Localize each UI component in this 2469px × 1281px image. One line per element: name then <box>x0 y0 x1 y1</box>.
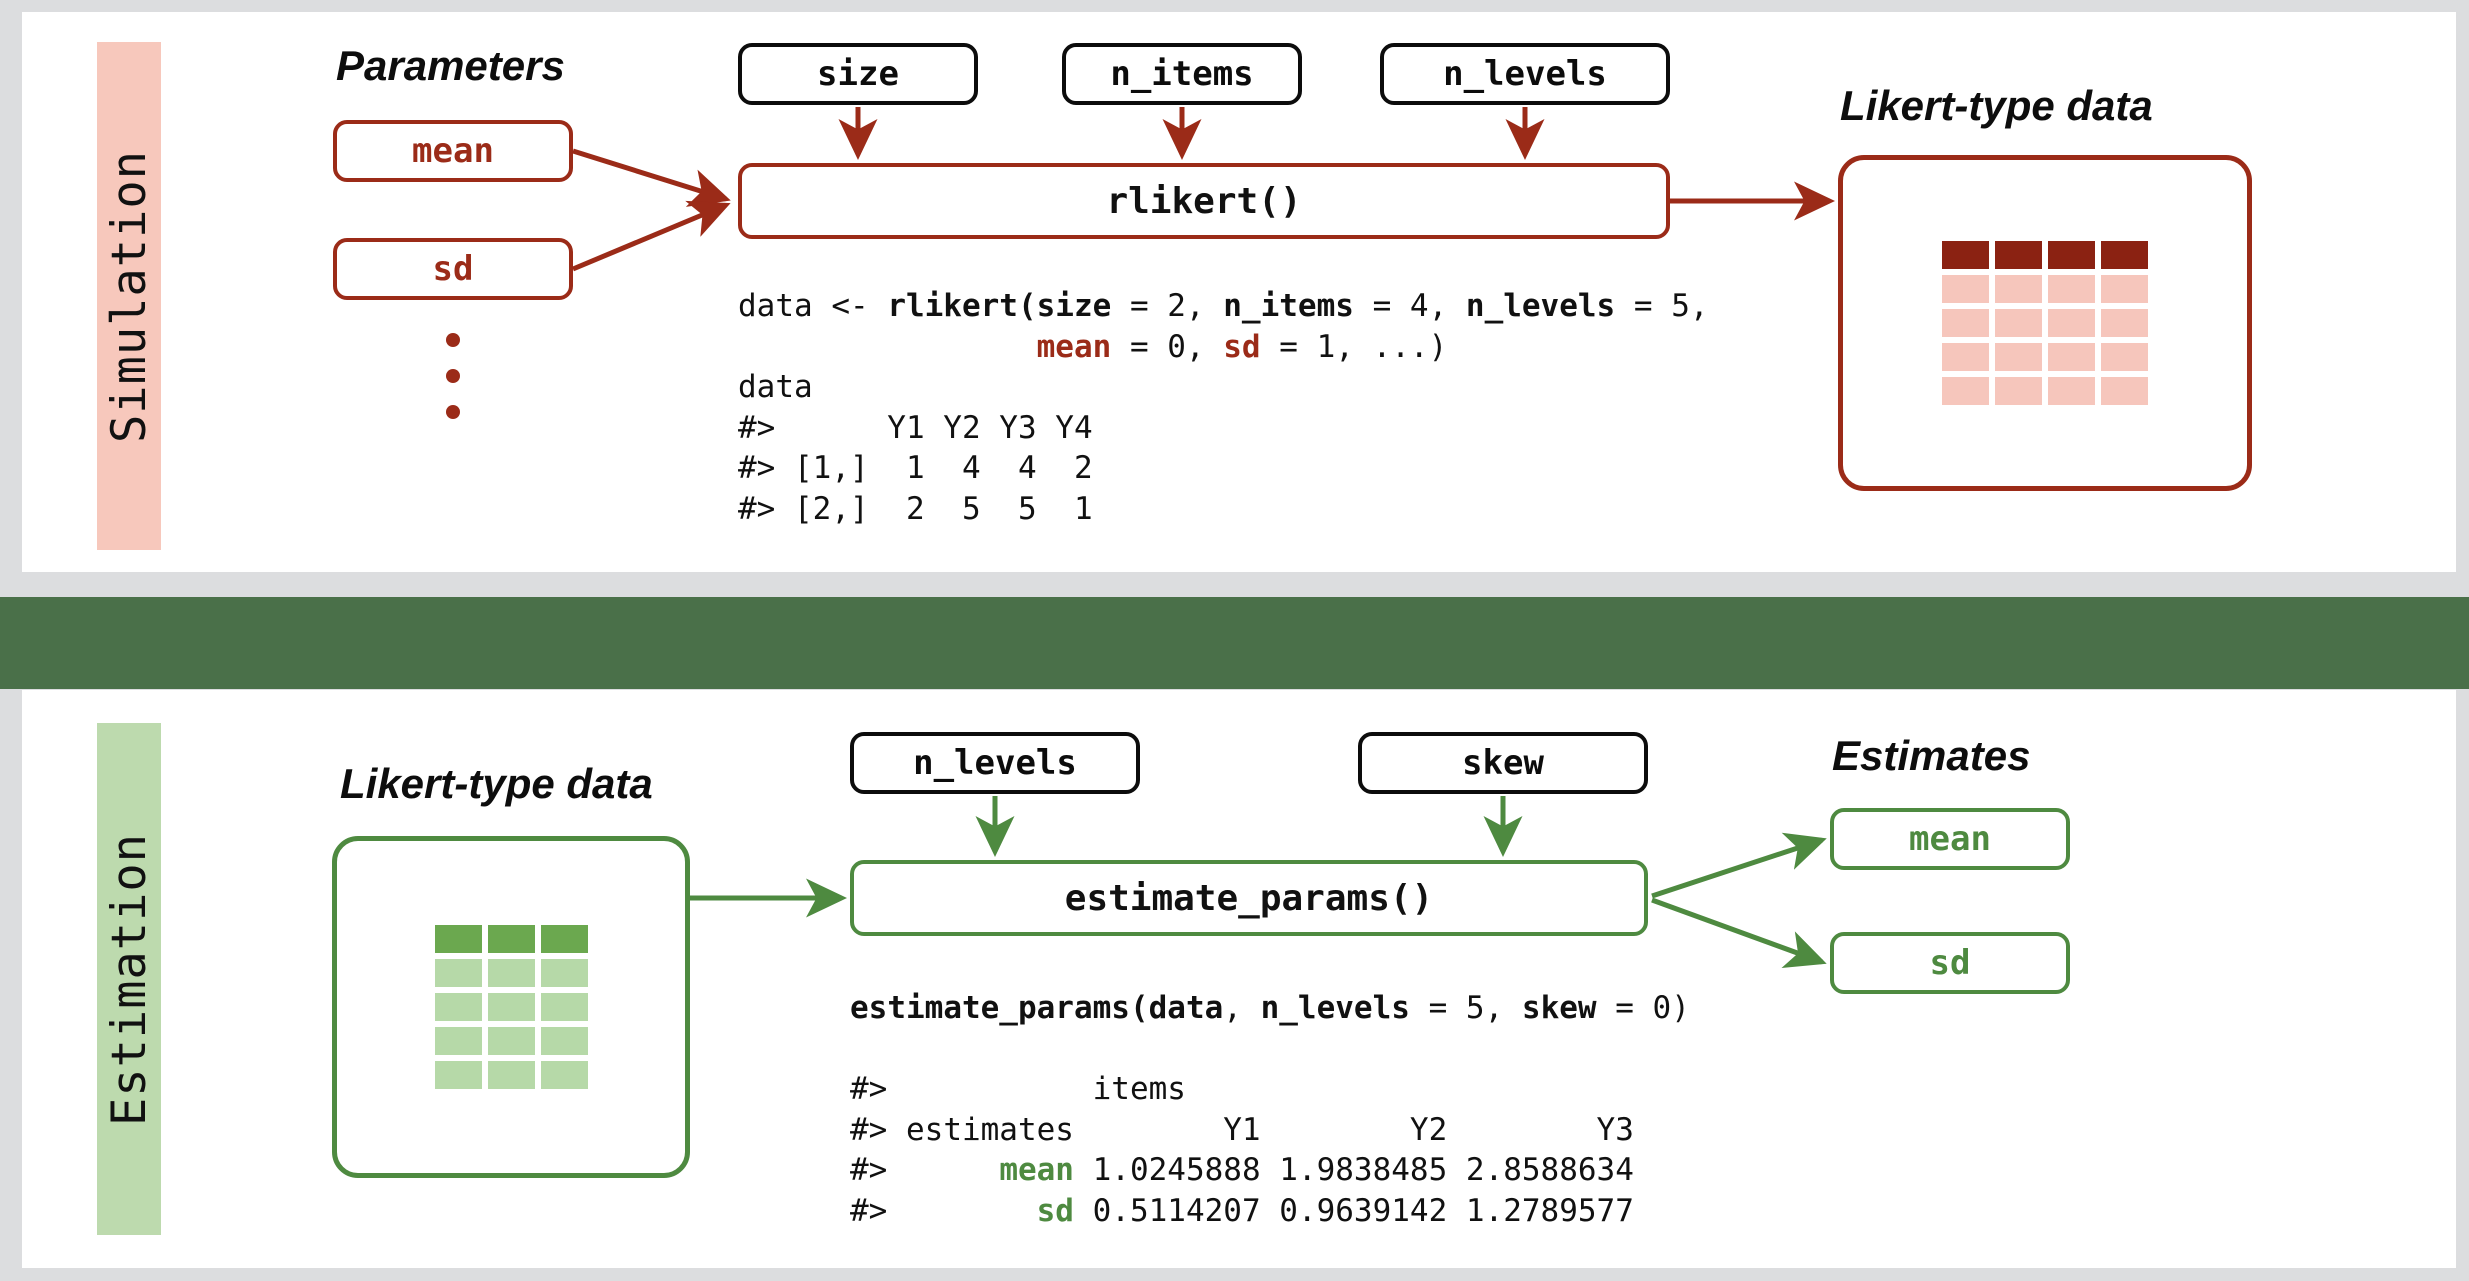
grid-cell <box>487 959 535 987</box>
grid-cell <box>434 959 482 987</box>
code-row-mean: mean <box>999 1152 1074 1189</box>
simulation-tab-label: Simulation <box>101 149 157 443</box>
estimation-input-heading: Likert-type data <box>340 760 653 807</box>
argument-box-skew[interactable]: skew <box>1358 732 1648 794</box>
code-arg-n-levels-est: n_levels <box>1260 990 1410 1026</box>
code-text: data <- <box>738 288 888 324</box>
parameters-heading: Parameters <box>336 42 565 89</box>
ellipsis-dot <box>446 405 460 419</box>
grid-cell <box>434 993 482 1021</box>
grid-cell <box>487 1061 535 1089</box>
function-box-estimate-params[interactable]: estimate_params() <box>850 860 1648 936</box>
argument-box-n-items[interactable]: n_items <box>1062 43 1302 105</box>
grid-cell <box>487 1027 535 1055</box>
grid-cell <box>1942 343 1989 371</box>
code-text: = 2, <box>1111 288 1224 324</box>
param-box-mean[interactable]: mean <box>333 120 573 182</box>
grid-cell <box>2101 275 2148 303</box>
grid-cell <box>2048 309 2095 337</box>
argument-box-n-levels[interactable]: n_levels <box>1380 43 1670 105</box>
code-row-sd: sd <box>1036 1193 1074 1230</box>
simulation-side-tab: Simulation <box>97 42 161 550</box>
argument-box-n-levels-est[interactable]: n_levels <box>850 732 1140 794</box>
code-text: = 5, mean = 0, sd = 1, ...) data #> Y1 Y… <box>738 288 1709 528</box>
param-box-sd[interactable]: sd <box>333 238 573 300</box>
estimate-box-sd[interactable]: sd <box>1830 932 2070 994</box>
parameters-ellipsis <box>446 333 460 419</box>
code-arg-data: data <box>1148 990 1224 1026</box>
estimation-code-block: estimate_params(data, n_levels = 5, skew… <box>850 988 1690 1232</box>
grid-cell <box>540 1027 588 1055</box>
code-arg-skew: skew <box>1521 990 1597 1026</box>
grid-cell <box>1995 377 2042 405</box>
grid-header-cell <box>434 925 482 953</box>
code-arg-mean: mean <box>1036 328 1112 365</box>
simulation-code-block: data <- rlikert(size = 2, n_items = 4, n… <box>738 286 1709 530</box>
argument-box-size[interactable]: size <box>738 43 978 105</box>
grid-cell <box>540 959 588 987</box>
code-arg-sd: sd <box>1223 328 1261 365</box>
code-fn-rlikert: rlikert( <box>887 288 1037 324</box>
grid-header-cell <box>540 925 588 953</box>
simulation-data-grid <box>1942 241 2148 405</box>
code-arg-size: size <box>1036 288 1112 324</box>
grid-cell <box>1942 275 1989 303</box>
function-box-rlikert[interactable]: rlikert() <box>738 163 1670 239</box>
grid-cell <box>2048 377 2095 405</box>
simulation-output-heading: Likert-type data <box>1840 82 2153 129</box>
code-text: = 5, <box>1409 990 1522 1026</box>
grid-cell <box>2101 309 2148 337</box>
code-text: = 4, <box>1353 288 1466 324</box>
grid-cell <box>540 1061 588 1089</box>
code-text: = 0) #> items #> estimates Y1 Y2 Y3 #> m… <box>850 990 1690 1230</box>
ellipsis-dot <box>446 333 460 347</box>
grid-cell <box>1942 309 1989 337</box>
grid-cell <box>434 1027 482 1055</box>
grid-cell <box>487 993 535 1021</box>
grid-cell <box>540 993 588 1021</box>
estimates-heading: Estimates <box>1832 732 2031 779</box>
estimation-data-grid <box>434 925 588 1089</box>
grid-cell <box>2048 343 2095 371</box>
grid-header-cell <box>2048 241 2095 269</box>
grid-cell <box>434 1061 482 1089</box>
grid-header-cell <box>487 925 535 953</box>
grid-cell <box>1995 309 2042 337</box>
estimation-data-card <box>332 836 690 1178</box>
grid-cell <box>1995 275 2042 303</box>
code-text: , <box>1223 990 1261 1026</box>
grid-cell <box>2101 343 2148 371</box>
code-arg-n-levels: n_levels <box>1465 288 1616 324</box>
estimation-tab-label: Estimation <box>101 832 157 1126</box>
grid-header-cell <box>1942 241 1989 269</box>
grid-header-cell <box>1995 241 2042 269</box>
section-divider-band <box>0 597 2469 689</box>
grid-cell <box>1995 343 2042 371</box>
simulation-data-card <box>1838 155 2252 491</box>
grid-cell <box>2101 377 2148 405</box>
grid-cell <box>1942 377 1989 405</box>
code-fn-estimate-params: estimate_params( <box>850 990 1149 1026</box>
grid-cell <box>2048 275 2095 303</box>
grid-header-cell <box>2101 241 2148 269</box>
code-arg-n-items: n_items <box>1223 288 1354 324</box>
ellipsis-dot <box>446 369 460 383</box>
estimation-side-tab: Estimation <box>97 723 161 1235</box>
estimate-box-mean[interactable]: mean <box>1830 808 2070 870</box>
